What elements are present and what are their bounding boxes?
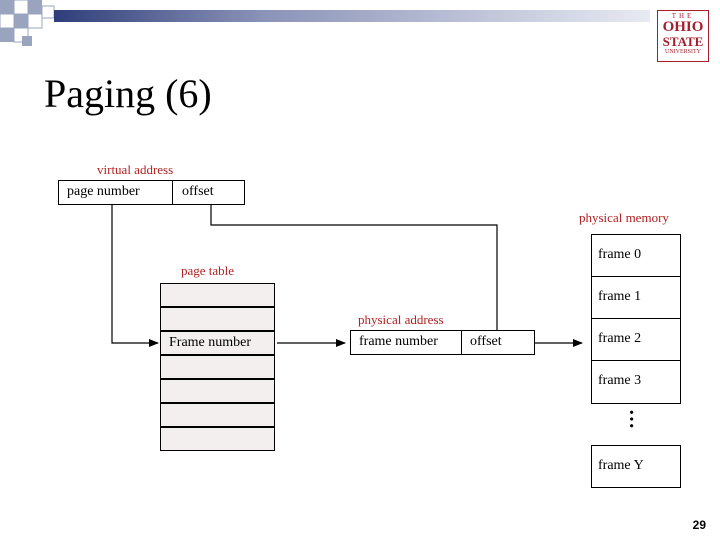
page-table-row <box>160 427 275 451</box>
page-table-row <box>160 355 275 379</box>
memory-frame-label: frame 3 <box>598 373 642 388</box>
memory-frame: frame 2 <box>591 318 681 361</box>
virtual-address-label: virtual address <box>97 162 174 177</box>
page-table-row <box>160 403 275 427</box>
page-table-row <box>160 379 275 403</box>
physical-memory-label: physical memory <box>579 210 669 225</box>
slide-number: 29 <box>692 518 706 532</box>
memory-ellipsis: … <box>625 409 647 429</box>
page-table-row <box>160 307 275 331</box>
physical-frame-number-text: frame number <box>359 334 438 349</box>
connector-lines <box>111 205 583 347</box>
logo-line4: UNIVERSITY <box>665 49 701 55</box>
physical-address-label: physical address <box>358 312 444 327</box>
memory-frame-label: frame 0 <box>598 247 642 262</box>
university-logo: THE OHIO STATE UNIVERSITY <box>657 10 709 62</box>
virtual-offset-text: offset <box>182 184 214 199</box>
offset-to-physical-offset-line <box>210 205 498 330</box>
page-table-row <box>160 283 275 307</box>
page-number-to-page-table-arrow <box>111 205 159 347</box>
page-table-label: page table <box>181 263 235 278</box>
page-table-row-selected: Frame number <box>160 331 275 355</box>
physical-address-offset-field: offset <box>461 330 535 355</box>
memory-frame: frame 3 <box>591 360 681 404</box>
virtual-page-number-text: page number <box>67 184 140 199</box>
physical-offset-text: offset <box>470 334 502 349</box>
memory-frame-label: frame 2 <box>598 331 642 346</box>
page-table-frame-number-text: Frame number <box>169 335 252 350</box>
physical-address-frame-number-field: frame number <box>350 330 462 355</box>
memory-frame: frame 1 <box>591 276 681 319</box>
memory-frame: frame Y <box>591 445 681 488</box>
corner-squares-decoration <box>0 0 55 46</box>
memory-frame-label: frame Y <box>598 458 644 473</box>
logo-line3: STATE <box>662 34 704 49</box>
virtual-address-offset-field: offset <box>172 180 245 205</box>
header-band <box>54 10 650 22</box>
logo-line1: THE <box>671 12 695 20</box>
virtual-address-page-number-field: page number <box>58 180 173 205</box>
slide-title: Paging (6) <box>44 71 212 116</box>
memory-frame: frame 0 <box>591 234 681 277</box>
memory-frame-label: frame 1 <box>598 289 642 304</box>
logo-line2: OHIO <box>662 19 704 35</box>
